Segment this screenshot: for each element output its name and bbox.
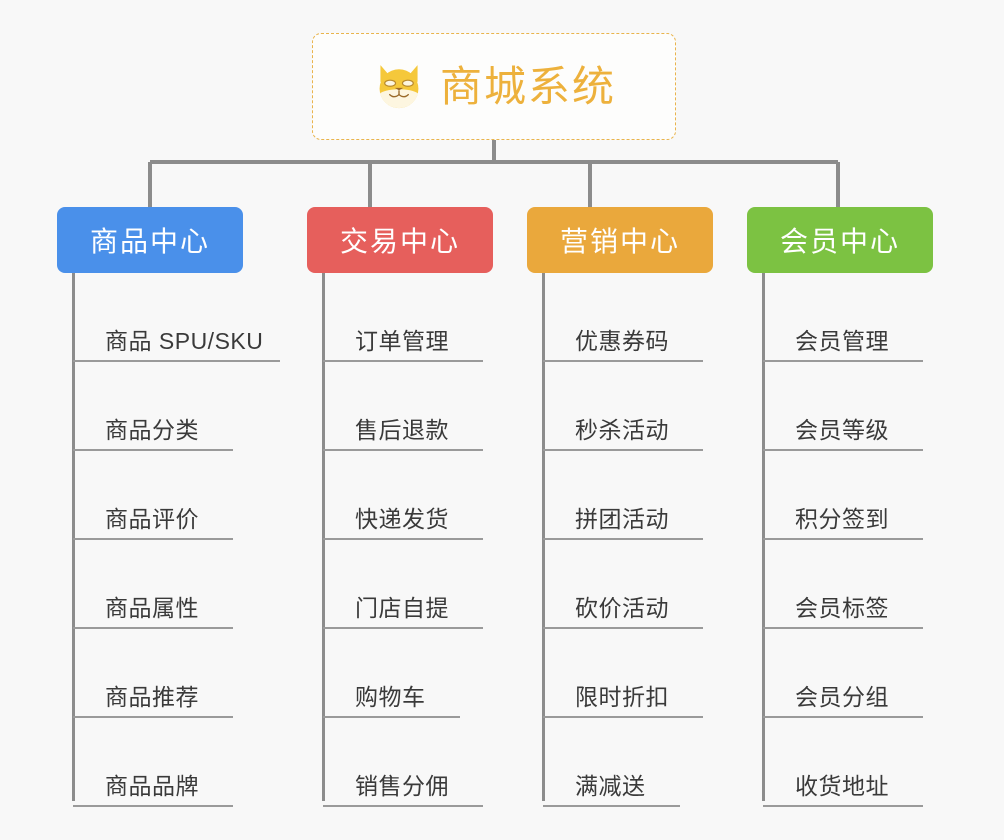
leaf-underline — [543, 805, 680, 807]
leaf-underline — [543, 627, 703, 629]
leaf-label: 积分签到 — [795, 506, 889, 532]
leaf-label: 商品品牌 — [105, 773, 199, 799]
leaf-label: 会员等级 — [795, 417, 889, 443]
root-node[interactable]: 商城系统 — [312, 33, 676, 140]
leaf-label: 商品分类 — [105, 417, 199, 443]
leaf-underline — [543, 716, 703, 718]
leaf-label: 限时折扣 — [575, 684, 669, 710]
leaf-label: 门店自提 — [355, 595, 449, 621]
leaf-underline — [763, 627, 923, 629]
leaf-label: 商品评价 — [105, 506, 199, 532]
shiba-dog-emoji — [379, 64, 419, 108]
leaf-underline — [763, 360, 923, 362]
leaf-underline — [73, 805, 233, 807]
leaf-underline — [543, 449, 703, 451]
leaf-label: 订单管理 — [355, 328, 449, 354]
leaf-label: 收货地址 — [795, 773, 889, 799]
leaf-underline — [323, 449, 483, 451]
leaf-underline — [323, 627, 483, 629]
page-title: 商城系统 — [439, 62, 616, 110]
branch-header-label: 交易中心 — [339, 226, 460, 257]
leaf-label: 购物车 — [355, 684, 426, 710]
leaf-label: 商品 SPU/SKU — [105, 328, 264, 354]
leaf-underline — [323, 538, 483, 540]
leaf-underline — [763, 805, 923, 807]
branch-header-2[interactable]: 交易中心 — [307, 207, 493, 273]
leaf-underline — [73, 716, 233, 718]
leaf-underline — [763, 716, 923, 718]
leaf-label: 销售分佣 — [355, 773, 449, 799]
leaf-label: 快递发货 — [355, 506, 449, 532]
leaf-label: 秒杀活动 — [575, 417, 669, 443]
branch-header-3[interactable]: 营销中心 — [527, 207, 713, 273]
leaf-underline — [323, 716, 460, 718]
leaf-label: 满减送 — [575, 773, 646, 799]
leaf-label: 会员管理 — [795, 328, 889, 354]
leaf-label: 会员标签 — [795, 595, 889, 621]
leaf-underline — [73, 627, 233, 629]
leaf-underline — [73, 449, 233, 451]
leaf-underline — [323, 805, 483, 807]
branch-header-1[interactable]: 商品中心 — [57, 207, 243, 273]
leaf-label: 会员分组 — [795, 684, 889, 710]
leaf-label: 商品属性 — [105, 595, 199, 621]
leaf-underline — [763, 449, 923, 451]
leaf-label: 砍价活动 — [575, 595, 669, 621]
leaf-underline — [543, 360, 703, 362]
leaf-underline — [323, 360, 483, 362]
branch-header-label: 会员中心 — [779, 226, 900, 257]
leaf-label: 拼团活动 — [575, 506, 669, 532]
leaf-label: 售后退款 — [355, 417, 449, 443]
leaf-underline — [543, 538, 703, 540]
leaf-underline — [73, 360, 280, 362]
leaf-label: 优惠券码 — [575, 328, 669, 354]
leaf-underline — [73, 538, 233, 540]
leaf-label: 商品推荐 — [105, 684, 199, 710]
leaf-underline — [763, 538, 923, 540]
branch-header-4[interactable]: 会员中心 — [747, 207, 933, 273]
branch-header-label: 营销中心 — [559, 226, 680, 257]
branch-header-label: 商品中心 — [89, 226, 210, 257]
